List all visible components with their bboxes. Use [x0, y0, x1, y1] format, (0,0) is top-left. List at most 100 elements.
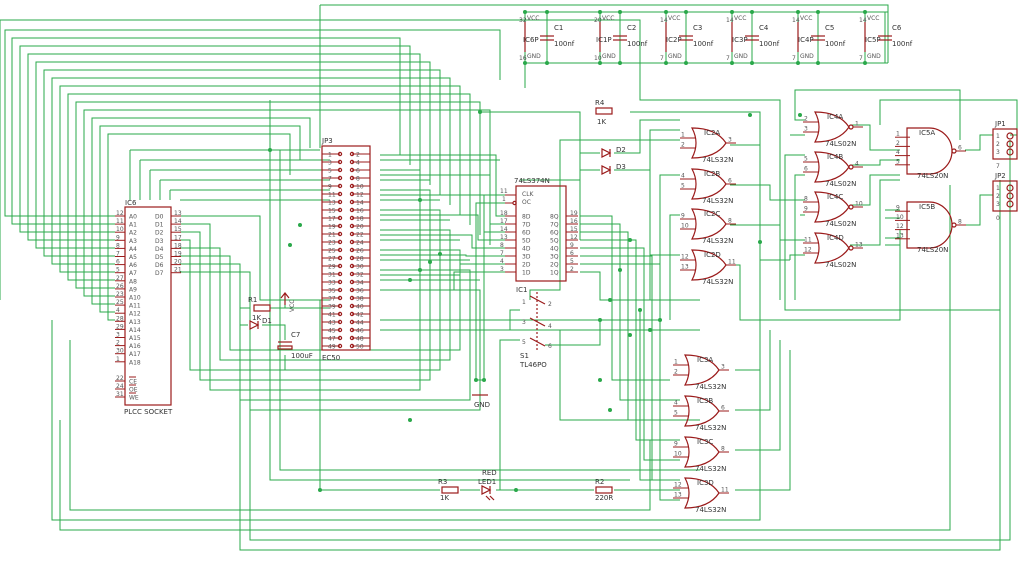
- gnd-label: GND: [474, 401, 490, 409]
- ic6-pin-number: 17: [174, 234, 182, 241]
- gate-pin-number: 10: [896, 214, 904, 221]
- jp3-pin-number: 25: [328, 248, 336, 255]
- jp3-pin-number: 15: [328, 208, 336, 215]
- gnd-tag-c3: GND: [668, 53, 682, 60]
- gate-type: 74LS32N: [695, 383, 726, 391]
- ic1-pin-number: 7: [500, 250, 504, 257]
- capacitor-c1[interactable]: [540, 35, 554, 41]
- jp3-pin-dot: [337, 191, 343, 197]
- gate-ref: IC3B: [697, 397, 713, 405]
- ic6-pin-number: 20: [174, 259, 182, 266]
- gate-type: 74LS02N: [825, 180, 856, 188]
- ic6-pin-label: A7: [129, 270, 137, 277]
- jp3-pin-number: 41: [328, 312, 336, 319]
- capacitor-c2[interactable]: [613, 35, 627, 41]
- diode-d1[interactable]: [249, 320, 260, 330]
- ic1-pin-number: 8: [500, 242, 504, 249]
- capacitor-c7[interactable]: [277, 341, 293, 350]
- jp3-pin-number: 7: [328, 176, 332, 183]
- switch-pin-1: 1: [522, 299, 526, 306]
- jp1-header[interactable]: [992, 128, 1018, 160]
- diode-d2[interactable]: [601, 148, 612, 158]
- gate-body: [691, 168, 727, 200]
- ic3p-label: IC3P: [732, 36, 748, 44]
- jp3-pin-dot: [349, 231, 355, 237]
- c5-value: 100nf: [825, 40, 846, 48]
- jp3-pin-dot: [337, 303, 343, 309]
- junction-dots: [268, 10, 867, 492]
- gate-pin-number: 4: [855, 161, 859, 168]
- jp3-pin-number: 12: [356, 192, 364, 199]
- gate-ref: IC3D: [697, 479, 714, 487]
- ic1-pin-number: 4: [500, 258, 504, 265]
- gate-ref: IC4C: [827, 193, 843, 201]
- jp3-pin-dot: [337, 223, 343, 229]
- resistor-r1[interactable]: [253, 304, 271, 312]
- gate-pin-number: 2: [681, 142, 685, 149]
- jp3-pin-number: 36: [356, 288, 364, 295]
- ic1-pin-number: 18: [500, 210, 508, 217]
- capacitor-c3[interactable]: [679, 35, 693, 41]
- gnd-tag-c6: GND: [867, 53, 881, 60]
- gate-pin-number: 11: [804, 237, 812, 244]
- ic6-pin-label: A18: [129, 359, 141, 366]
- jp2-pin-1: 1: [996, 185, 1000, 192]
- jp3-ref: JP3: [321, 137, 333, 145]
- c3-name: C3: [693, 24, 702, 32]
- ic1-pin-label: 1Q: [550, 270, 559, 277]
- jp2-header[interactable]: [992, 180, 1018, 212]
- ic6-pin-label: OE: [129, 387, 138, 394]
- switch-pin-3: 3: [522, 319, 526, 326]
- r4-name: R4: [595, 99, 605, 107]
- gate-pin-number: 5: [896, 158, 900, 165]
- gate-pin-number: 2: [896, 140, 900, 147]
- jp3-pin-dot: [349, 343, 355, 349]
- resistor-r2[interactable]: [595, 486, 613, 494]
- ic6-pin-number: 4: [116, 307, 120, 314]
- jp3-connector[interactable]: JP3 EC50 1357911131517192123252729313335…: [321, 137, 371, 362]
- jp3-pin-number: 3: [328, 160, 332, 167]
- resistor-r4[interactable]: [595, 107, 613, 115]
- gate-body: [691, 249, 727, 281]
- led-red[interactable]: [481, 485, 495, 501]
- gate-bubble: [848, 204, 854, 210]
- gate-pin-number: 12: [674, 482, 682, 489]
- jp3-pin-dot: [349, 327, 355, 333]
- jp3-pin-dot: [337, 231, 343, 237]
- jp3-pin-dot: [349, 207, 355, 213]
- gnd-pin-c4: 7: [726, 55, 730, 62]
- gate-pin-number: 1: [855, 121, 859, 128]
- capacitor-c5[interactable]: [811, 35, 825, 41]
- ic6-pin-number: 2: [116, 340, 120, 347]
- resistor-r3[interactable]: [441, 486, 459, 494]
- ic6-pin-number: 15: [174, 226, 182, 233]
- diode-d3[interactable]: [601, 165, 612, 175]
- capacitor-c4[interactable]: [745, 35, 759, 41]
- vcc-tag-c2: VCC: [602, 15, 614, 22]
- jp3-pin-dot: [349, 335, 355, 341]
- jp3-pin-dot: [337, 199, 343, 205]
- gnd-tag-c4: GND: [734, 53, 748, 60]
- capacitor-c6[interactable]: [878, 35, 892, 41]
- c1-name: C1: [554, 24, 563, 32]
- switch-s1[interactable]: [529, 292, 546, 350]
